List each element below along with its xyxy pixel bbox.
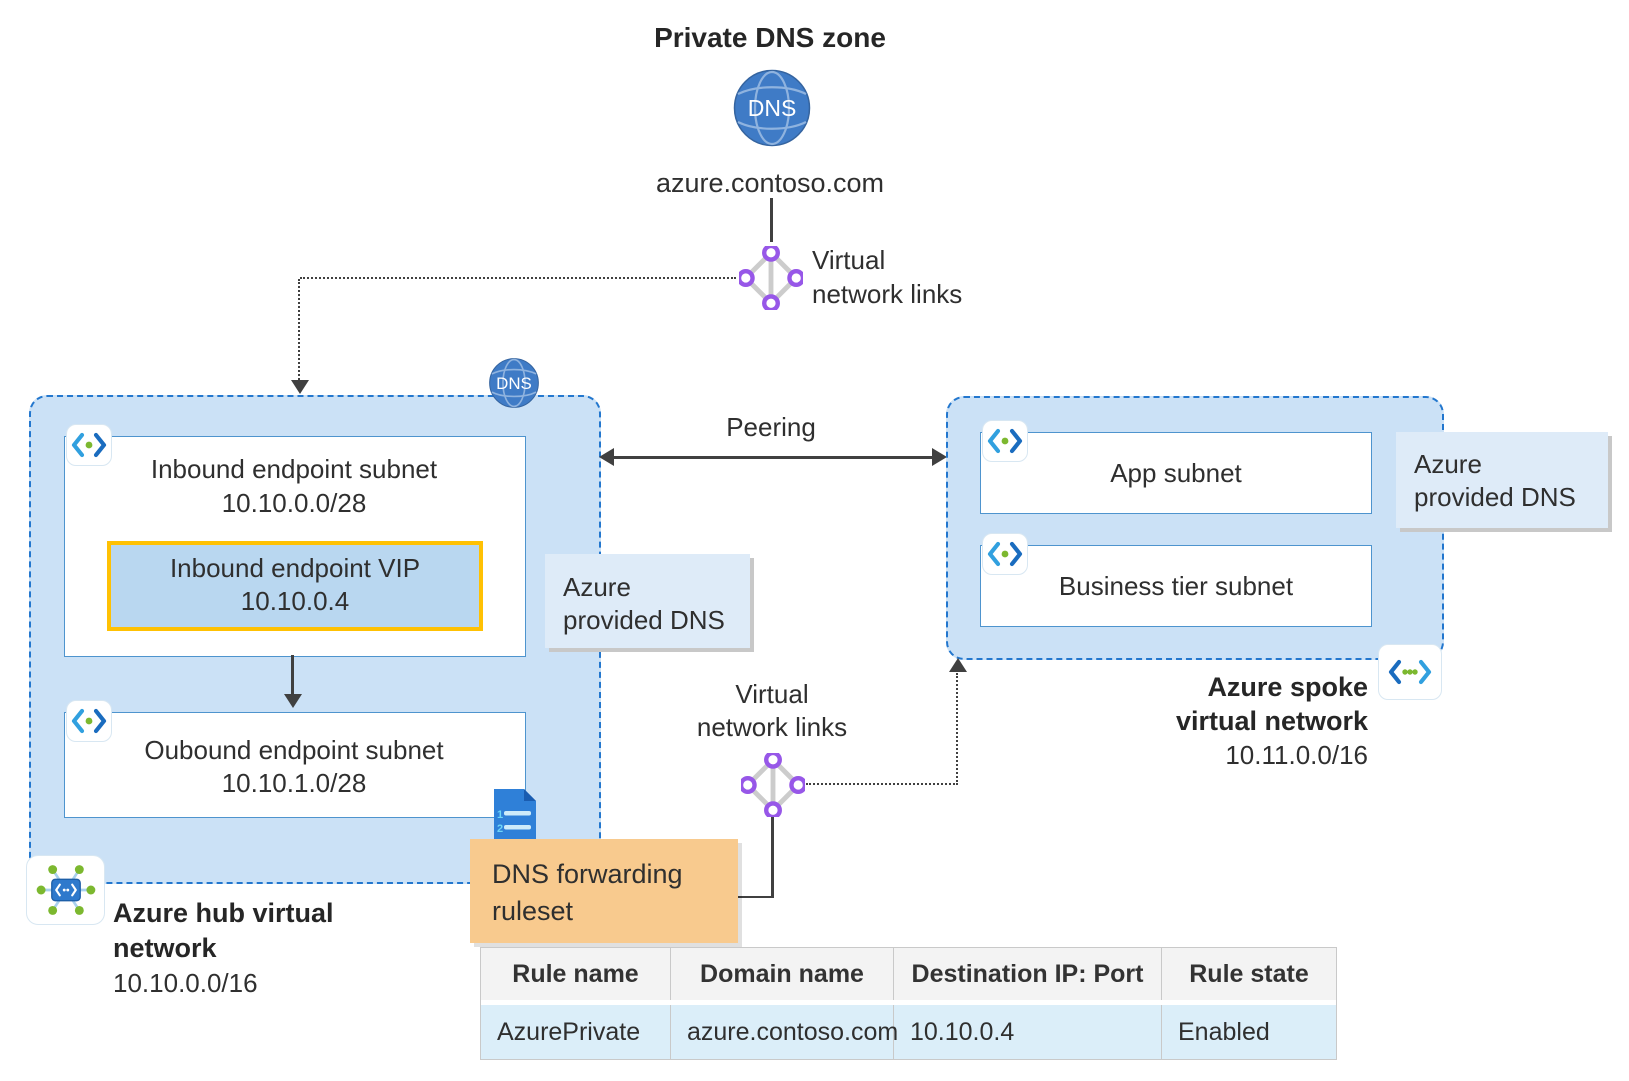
provided-dns-hub-line1: Azure bbox=[563, 572, 631, 602]
ruleset-table-header-row: Rule name Domain name Destination IP: Po… bbox=[481, 948, 1336, 1000]
dotted-link-to-spoke-vertical bbox=[956, 673, 958, 785]
table-header-destination-ip: Destination IP: Port bbox=[894, 948, 1162, 1000]
inbound-endpoint-vip-box bbox=[107, 541, 483, 631]
table-header-domain-name: Domain name bbox=[671, 948, 894, 1000]
subnet-icon bbox=[66, 424, 112, 466]
table-header-rule-name: Rule name bbox=[481, 948, 671, 1000]
azure-provided-dns-note-spoke: Azure provided DNS bbox=[1396, 432, 1608, 528]
spoke-vnet-label-line1: Azure spoke bbox=[1207, 672, 1368, 702]
subnet-icon bbox=[982, 533, 1028, 575]
vnl-top-label-line1: Virtual bbox=[812, 245, 886, 275]
hub-vnet-icon bbox=[26, 855, 105, 925]
table-header-rule-state: Rule state bbox=[1189, 959, 1309, 988]
peering-label: Peering bbox=[726, 412, 816, 442]
vnl-bottom-label-line1: Virtual bbox=[735, 679, 809, 709]
dns-forwarding-ruleset-note: DNS forwarding ruleset bbox=[470, 839, 738, 943]
arrowhead-into-spoke bbox=[949, 658, 967, 672]
arrowhead-into-outbound bbox=[284, 694, 302, 708]
outbound-endpoint-subnet-box bbox=[64, 712, 526, 818]
inbound-subnet-cidr: 10.10.0.0/28 bbox=[221, 488, 367, 518]
dns-badge-text: DNS bbox=[496, 374, 532, 393]
virtual-network-links-icon bbox=[736, 243, 806, 313]
arrow-inbound-to-outbound-line bbox=[291, 655, 294, 695]
azure-provided-dns-note-hub: Azure provided DNS bbox=[545, 554, 750, 648]
virtual-network-links-icon bbox=[738, 750, 808, 820]
spoke-vnet-icon bbox=[1378, 644, 1442, 700]
peering-arrowhead-right bbox=[932, 448, 947, 466]
dotted-link-to-hub-vertical bbox=[298, 279, 300, 380]
dotted-link-to-hub-horizontal bbox=[300, 277, 736, 279]
provided-dns-spoke-line2: provided DNS bbox=[1414, 482, 1576, 512]
inbound-subnet-name: Inbound endpoint subnet bbox=[150, 454, 438, 484]
table-row: AzurePrivate azure.contoso.com 10.10.0.4… bbox=[481, 1005, 1336, 1059]
spoke-vnet-cidr: 10.11.0.0/16 bbox=[1225, 740, 1368, 770]
dns-globe-text: DNS bbox=[748, 95, 797, 121]
peering-arrowhead-left bbox=[599, 448, 614, 466]
arrowhead-into-hub bbox=[291, 380, 309, 394]
app-subnet-label: App subnet bbox=[1110, 457, 1242, 488]
ruleset-label-line1: DNS forwarding bbox=[492, 859, 683, 889]
dotted-link-to-spoke-horizontal bbox=[806, 783, 958, 785]
hub-vnet-label-line1: Azure hub virtual bbox=[113, 898, 334, 928]
inbound-vip-ip: 10.10.0.4 bbox=[240, 586, 350, 616]
provided-dns-hub-line2: provided DNS bbox=[563, 605, 725, 635]
table-row-gap bbox=[481, 1000, 1336, 1005]
spoke-vnet-label-line2: virtual network bbox=[1175, 706, 1368, 736]
hub-vnet-cidr: 10.10.0.0/16 bbox=[113, 968, 258, 998]
connector-links-to-ruleset-vertical bbox=[771, 817, 774, 898]
vnl-bottom-label-line2: network links bbox=[696, 712, 848, 742]
connector-zone-to-links bbox=[770, 198, 773, 242]
provided-dns-spoke-line1: Azure bbox=[1414, 449, 1482, 479]
ruleset-label-line2: ruleset bbox=[492, 896, 574, 926]
business-tier-subnet-label: Business tier subnet bbox=[1058, 570, 1294, 601]
outbound-subnet-name: Oubound endpoint subnet bbox=[144, 735, 444, 765]
table-cell-destination-ip: 10.10.0.4 bbox=[894, 1005, 1162, 1059]
table-cell-rule-name: AzurePrivate bbox=[481, 1005, 671, 1059]
private-dns-zone-title: Private DNS zone bbox=[654, 22, 886, 53]
svg-text:1: 1 bbox=[497, 809, 503, 821]
subnet-icon bbox=[66, 700, 112, 742]
outbound-subnet-cidr: 10.10.1.0/28 bbox=[221, 768, 367, 798]
ruleset-table: Rule name Domain name Destination IP: Po… bbox=[480, 947, 1337, 1060]
dns-globe-icon: DNS bbox=[732, 68, 812, 148]
vnl-top-label-line2: network links bbox=[812, 279, 963, 309]
private-dns-zone-domain: azure.contoso.com bbox=[655, 168, 885, 198]
dns-badge-icon: DNS bbox=[488, 357, 540, 409]
connector-links-to-ruleset-horizontal bbox=[738, 895, 773, 898]
table-cell-domain-name: azure.contoso.com bbox=[671, 1005, 898, 1059]
svg-text:2: 2 bbox=[497, 823, 503, 835]
dns-ruleset-doc-icon: 1 2 bbox=[491, 787, 539, 849]
peering-arrow-line bbox=[611, 456, 935, 459]
hub-vnet-label-line2: network bbox=[113, 933, 217, 963]
inbound-vip-name: Inbound endpoint VIP bbox=[169, 553, 421, 583]
business-tier-subnet-box: Business tier subnet bbox=[980, 545, 1372, 627]
subnet-icon bbox=[982, 420, 1028, 462]
app-subnet-box: App subnet bbox=[980, 432, 1372, 514]
table-cell-rule-state: Enabled bbox=[1178, 1017, 1270, 1046]
